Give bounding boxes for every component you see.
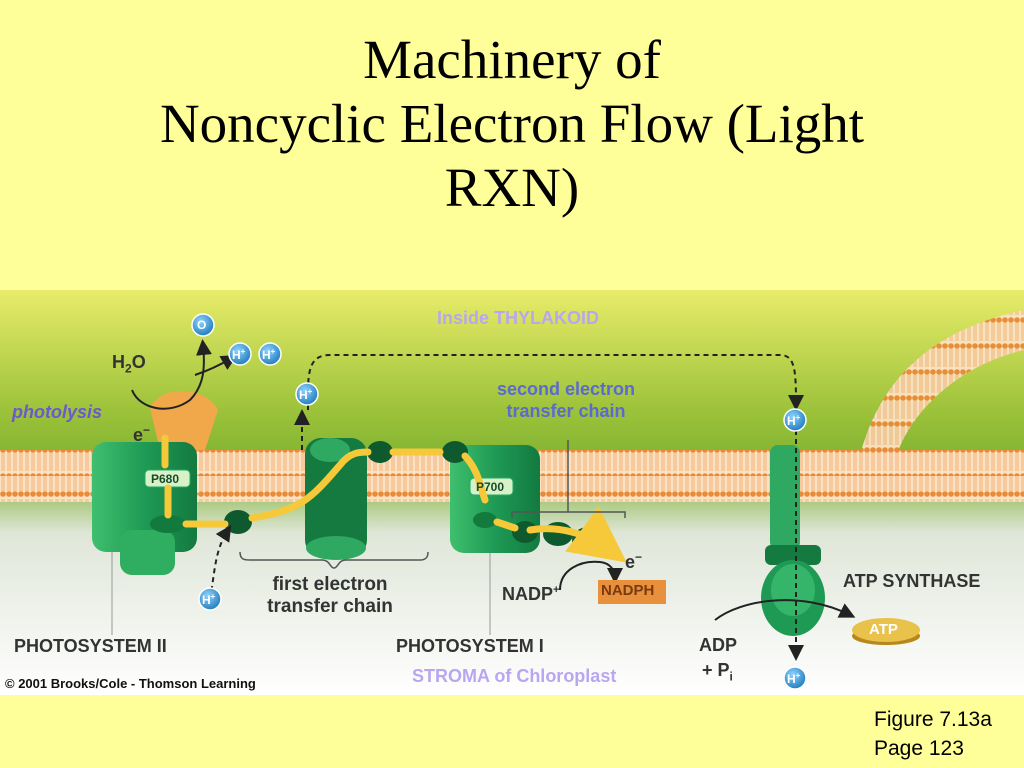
- plus-sign: +: [240, 347, 246, 356]
- nadph-box: [598, 580, 666, 604]
- phosphate-text: + P: [702, 660, 730, 680]
- title-line-1: Machinery of: [363, 29, 661, 90]
- first-chain-label: first electron transfer chain: [235, 574, 425, 618]
- slide-title: Machinery of Noncyclic Electron Flow (Li…: [0, 28, 1024, 220]
- inside-thylakoid-label: Inside THYLAKOID: [437, 308, 600, 328]
- adp-label: ADP: [699, 635, 738, 655]
- page-number: Page 123: [874, 737, 964, 760]
- water-subscript: 2: [125, 361, 132, 376]
- hydrogen-ion-label: H+: [299, 387, 312, 402]
- curved-membrane: [860, 310, 1024, 460]
- h-symbol: H: [232, 348, 241, 362]
- h-symbol: H: [299, 388, 308, 402]
- plus-sign: +: [307, 387, 313, 396]
- proton-path: [307, 354, 804, 411]
- minus-sign: −: [143, 423, 151, 437]
- figure-number: Figure 7.13a: [874, 708, 992, 731]
- plus-sign: +: [795, 413, 801, 422]
- hydrogen-ion-label: H+: [262, 347, 275, 362]
- hydrogen-ion-label: H+: [787, 413, 800, 428]
- atp-label: ATP: [869, 621, 898, 638]
- electron-label: e−: [133, 423, 150, 446]
- hydrogen-ion-label: H+: [202, 592, 215, 607]
- nadph-label: NADPH: [601, 582, 655, 599]
- photolysis-arrow: [131, 339, 212, 410]
- phosphate-subscript: i: [729, 669, 733, 684]
- electron-carrier-2: [367, 441, 393, 463]
- atp-synthase-channel: [770, 445, 800, 550]
- photolysis-label: photolysis: [12, 402, 103, 422]
- water-h: H: [112, 352, 125, 372]
- figure-reference: Figure 7.13a Page 123: [874, 705, 992, 763]
- nadp-label: NADP+: [502, 584, 559, 605]
- water-o: O: [131, 352, 146, 372]
- hydrogen-ion-label: H+: [232, 347, 245, 362]
- e-symbol: e: [625, 552, 636, 572]
- oxygen-circle: [191, 313, 215, 337]
- plus-sign: +: [210, 592, 216, 601]
- thylakoid-diagram: O H+ H+ H+ H+ H+ H+ Inside THYLAKOID STR…: [0, 290, 1024, 695]
- plus-sign: +: [553, 584, 560, 596]
- electron-label: e−: [625, 550, 642, 573]
- e-symbol: e: [133, 425, 144, 445]
- photosystem-ii-label: PHOTOSYSTEM II: [14, 636, 167, 656]
- phosphate-label: + Pi: [702, 660, 733, 684]
- minus-sign: −: [635, 550, 643, 564]
- atp-disc: [852, 618, 920, 642]
- second-chain-line-2: transfer chain: [506, 401, 626, 421]
- electron-carrier-3: [442, 441, 468, 463]
- cytochrome-complex: [305, 438, 367, 556]
- nadp-text: NADP: [502, 584, 554, 604]
- second-chain-label: second electron transfer chain: [468, 378, 664, 422]
- copyright-notice: © 2001 Brooks/Cole - Thomson Learning: [5, 676, 256, 691]
- first-chain-brace: [239, 551, 429, 569]
- h-symbol: H: [202, 593, 211, 607]
- hydrogen-ion-circle: [228, 342, 252, 366]
- photosystem-i-label: PHOTOSYSTEM I: [396, 636, 544, 656]
- title-line-3: RXN): [444, 157, 580, 218]
- h-symbol: H: [787, 672, 796, 686]
- electron-flow-path: [161, 434, 610, 550]
- plus-sign: +: [270, 347, 276, 356]
- water-label: H2O: [112, 352, 146, 376]
- second-chain-line-1: second electron: [496, 379, 636, 399]
- p680-label: P680: [151, 472, 180, 486]
- h-symbol: H: [787, 414, 796, 428]
- first-chain-line-2: transfer chain: [267, 596, 393, 617]
- oxygen-label: O: [197, 318, 207, 332]
- first-chain-line-1: first electron: [272, 574, 388, 595]
- title-line-2: Noncyclic Electron Flow (Light: [159, 93, 865, 154]
- plus-sign: +: [795, 671, 801, 680]
- stroma-label: STROMA of Chloroplast: [412, 666, 617, 686]
- hydrogen-ion-label: H+: [787, 671, 800, 686]
- p700-label: P700: [476, 480, 505, 494]
- diagram-artwork: [0, 290, 1024, 695]
- photosystem-ii-lower-protein: [120, 530, 175, 575]
- h-symbol: H: [262, 348, 271, 362]
- adp-to-atp-arrow: [714, 599, 856, 621]
- atp-synthase-label: ATP SYNTHASE: [843, 571, 981, 591]
- water-splitting-complex: [150, 390, 218, 450]
